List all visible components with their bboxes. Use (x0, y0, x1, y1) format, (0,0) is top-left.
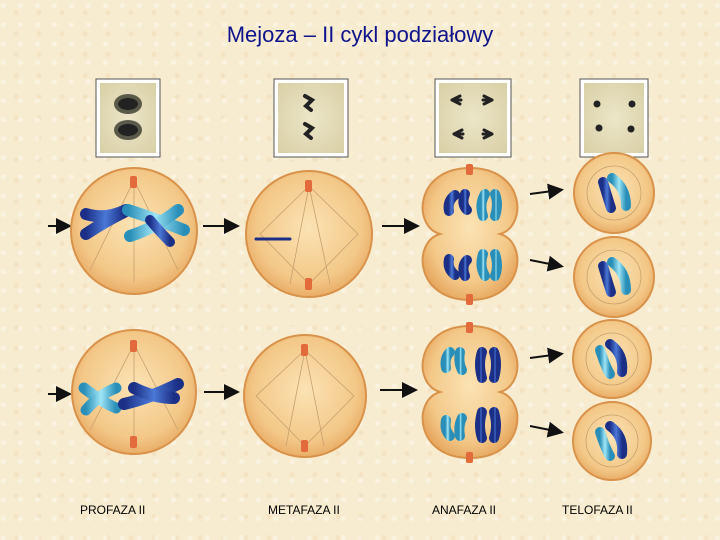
arrow-bottom-3a (529, 347, 564, 364)
page-title: Mejoza – II cykl podziałowy (226, 22, 494, 47)
cell-telofaza-top-2 (573, 236, 655, 318)
cell-telofaza-bottom-1 (572, 319, 652, 399)
cell-profaza-bottom (71, 329, 197, 455)
cell-telofaza-top-1 (573, 152, 655, 234)
arrow-top-3a (529, 183, 564, 200)
micrograph-metafaza (273, 78, 349, 158)
cell-metafaza-top (245, 170, 373, 298)
cell-profaza-top (70, 167, 198, 295)
cell-anafaza-bottom (421, 322, 519, 463)
label-metafaza: METAFAZA II (268, 503, 340, 517)
micrograph-anafaza (434, 78, 512, 158)
label-anafaza: ANAFAZA II (432, 503, 497, 517)
cell-anafaza-top (421, 164, 519, 305)
cell-metafaza-bottom (243, 334, 367, 458)
arrow-bottom-3b (529, 421, 564, 438)
micrograph-profaza (95, 78, 161, 158)
label-profaza: PROFAZA II (80, 503, 146, 517)
arrow-top-3b (529, 255, 564, 272)
label-telofaza: TELOFAZA II (562, 503, 633, 517)
cell-telofaza-bottom-2 (572, 401, 652, 481)
micrograph-telofaza (579, 78, 649, 158)
